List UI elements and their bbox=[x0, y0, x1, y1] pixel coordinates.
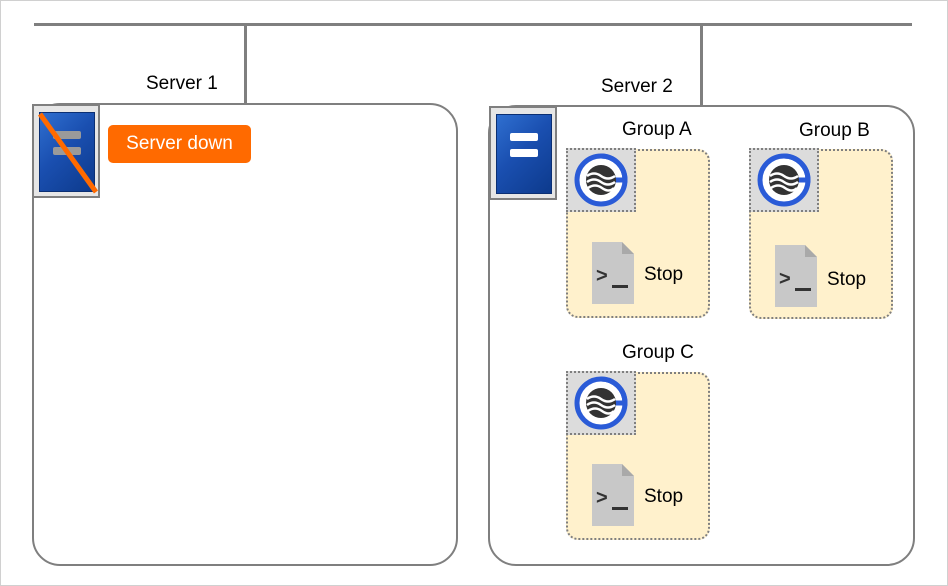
group-a-stop-label: Stop bbox=[644, 264, 684, 285]
floating-ip-resource-icon[interactable] bbox=[749, 148, 819, 212]
group-b-box[interactable] bbox=[749, 149, 893, 319]
server2-connector bbox=[700, 25, 703, 107]
floating-ip-resource-icon[interactable] bbox=[566, 371, 636, 435]
group-c-stop-label: Stop bbox=[644, 486, 684, 507]
exec-script-icon[interactable]: > bbox=[771, 243, 819, 307]
server2-label: Server 2 bbox=[601, 76, 673, 97]
server1-connector bbox=[244, 25, 247, 105]
svg-text:>: > bbox=[596, 265, 608, 287]
server-icon[interactable] bbox=[489, 106, 557, 200]
server-down-badge: Server down bbox=[108, 125, 251, 163]
group-b-title: Group B bbox=[799, 120, 870, 141]
network-line bbox=[34, 23, 912, 26]
floating-ip-resource-icon[interactable] bbox=[566, 148, 636, 212]
server1-label: Server 1 bbox=[146, 73, 218, 94]
exec-script-icon[interactable]: > bbox=[588, 240, 636, 304]
svg-text:>: > bbox=[596, 487, 608, 509]
group-b-stop-label: Stop bbox=[827, 269, 867, 290]
exec-script-icon[interactable]: > bbox=[588, 462, 636, 526]
svg-text:>: > bbox=[779, 268, 791, 290]
server1-box[interactable] bbox=[32, 103, 458, 566]
strike-through-icon bbox=[37, 112, 99, 194]
group-a-title: Group A bbox=[622, 119, 692, 140]
server-down-icon[interactable] bbox=[32, 104, 100, 198]
group-c-title: Group C bbox=[622, 342, 694, 363]
